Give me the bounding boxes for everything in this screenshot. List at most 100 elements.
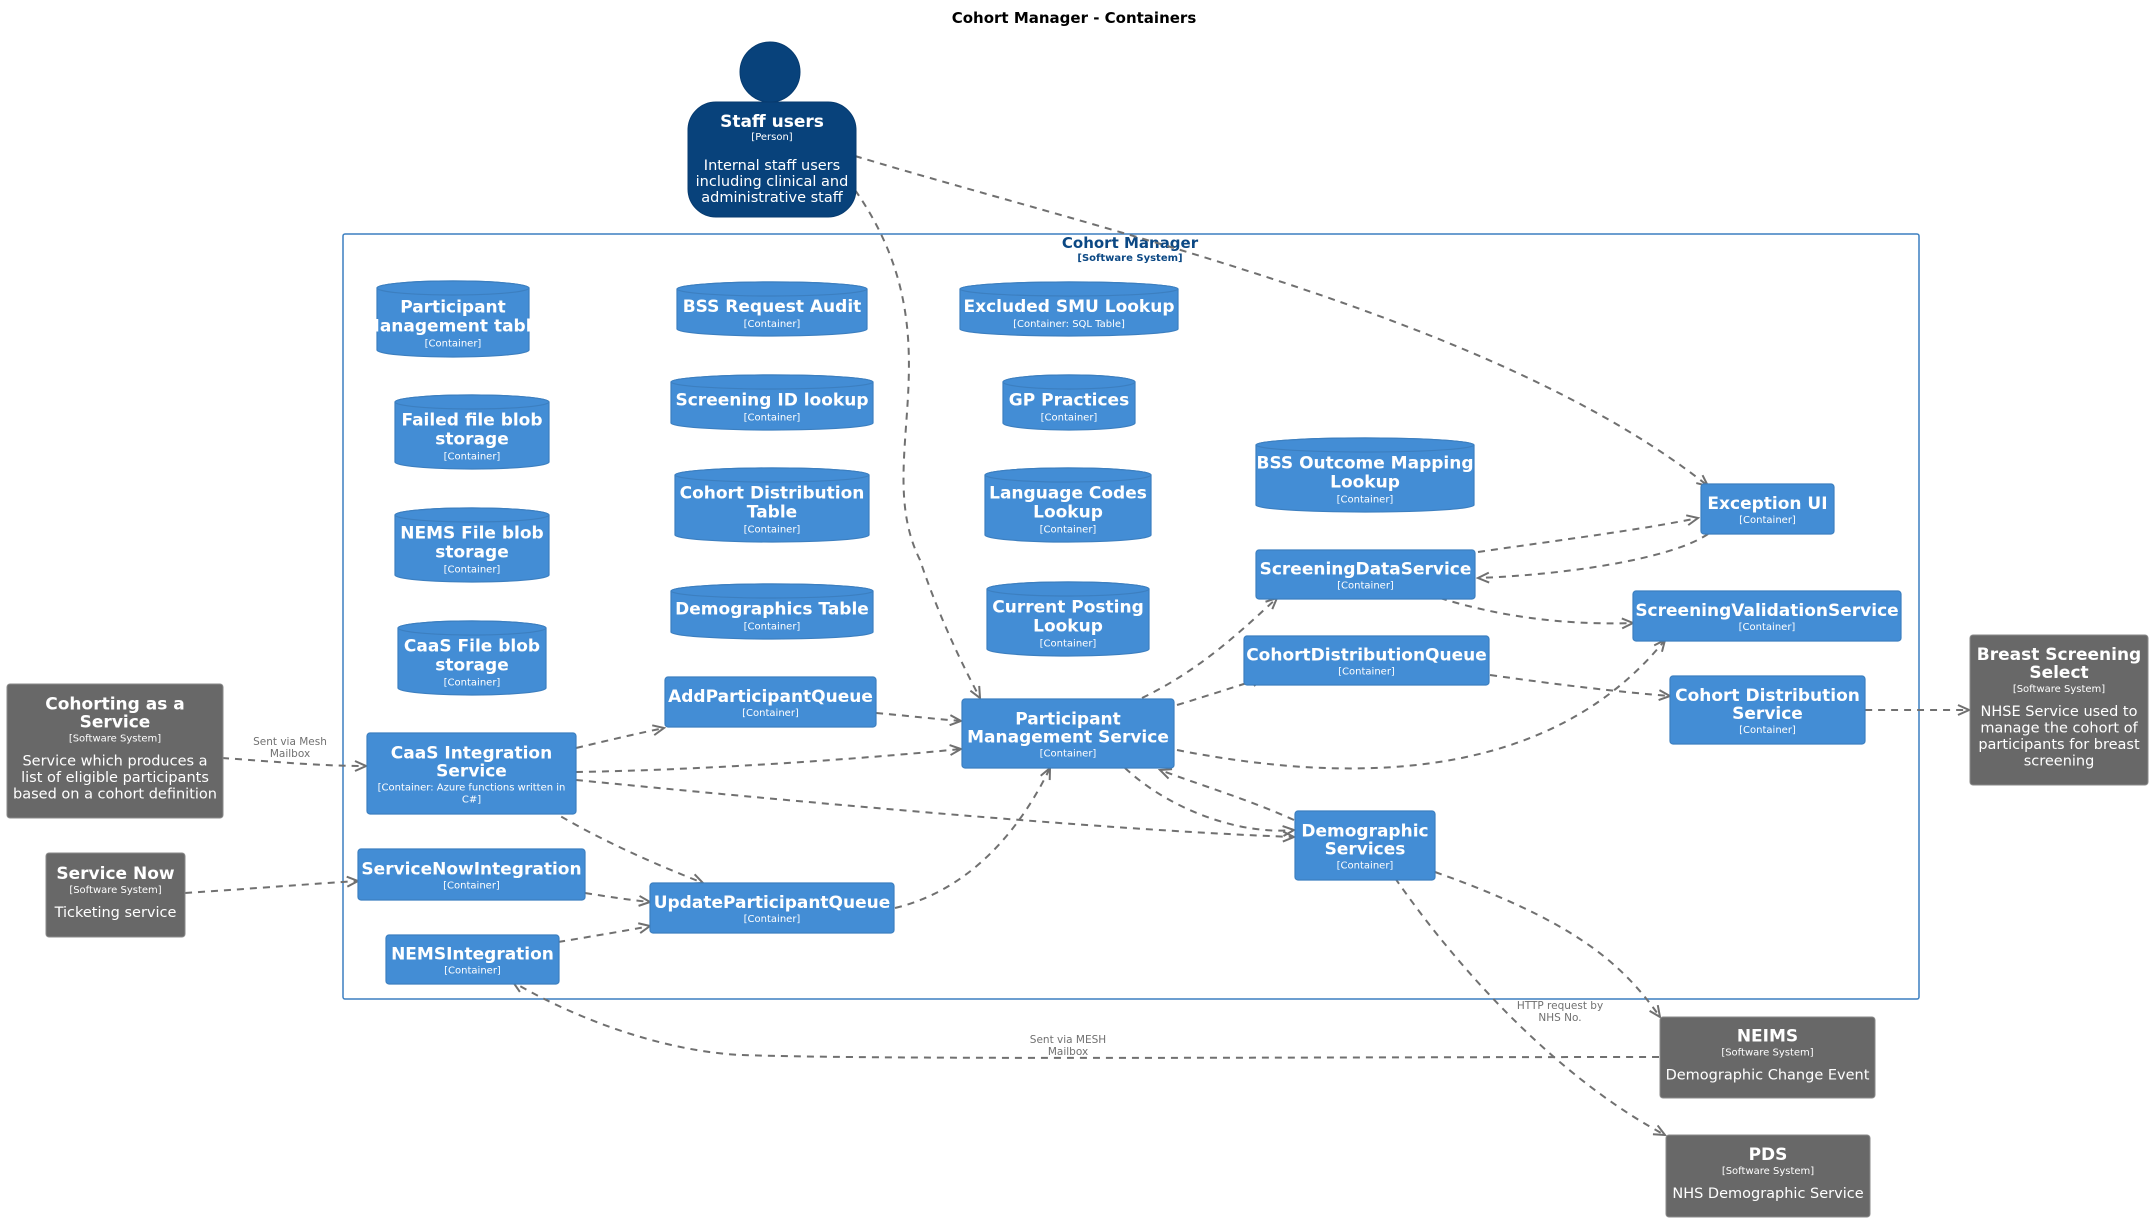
container-layer: CaaS Integration Service [Container: Azure… (357, 483, 1902, 985)
db-tag: [Container] (1337, 495, 1394, 506)
container-name-line: ScreeningDataService (1260, 560, 1472, 580)
container-add-participant-queue: AddParticipantQueue[Container] (664, 676, 877, 728)
container-name-line: Participant (1015, 710, 1121, 730)
edge-label-pds-http-2: NHS No. (1538, 1012, 1581, 1024)
container-name-line: NEMSIntegration (391, 945, 554, 965)
edge-label-pds-http-1: HTTP request by (1517, 1000, 1603, 1012)
edge-demographic-pds (1394, 877, 1665, 1135)
edge-exception-ui-screening-data (1478, 533, 1709, 578)
person-desc-2: including clinical and (696, 174, 849, 190)
db-name-line: storage (435, 430, 508, 450)
edge-update-queue-participant-mgmt (894, 768, 1050, 909)
db-name-line: Table (747, 503, 797, 523)
container-name-line: Service (1732, 704, 1803, 724)
container-tag: [Container] (443, 881, 500, 892)
boundary-tag: [Software System] (1077, 253, 1182, 264)
container-tag: [Container] (1338, 667, 1395, 678)
db-screening-id-lookup: Screening ID lookup[Container] (670, 374, 874, 431)
edge-label-caas-mesh-2: Mailbox (270, 748, 310, 760)
edge-caas-integration-participant-mgmt (575, 749, 961, 773)
db-tag: [Container] (1040, 639, 1097, 650)
edge-labels: Sent via Mesh Mailbox Sent via MESH Mail… (253, 736, 1603, 1058)
system-name-line: Select (2029, 663, 2088, 683)
system-neims: NEIMS[Software System]Demographic Change… (1659, 1016, 1876, 1099)
person-head-icon (739, 41, 801, 103)
container-tag: [Container] (1739, 515, 1796, 526)
person-desc-1: Internal staff users (704, 158, 840, 174)
db-tag: [Container] (744, 525, 801, 536)
container-tag: [Container] (1337, 861, 1394, 872)
db-name-line: Lookup (1033, 503, 1103, 523)
system-desc-line: Service which produces a (22, 753, 207, 769)
container-name-line: CaaS Integration (391, 744, 552, 764)
edge-demographic-participant-mgmt (1160, 770, 1295, 821)
system-caas: Cohorting as aService[Software System]Se… (6, 683, 224, 819)
db-name-line: Lookup (1033, 617, 1103, 637)
diagram-title: Cohort Manager - Containers (952, 9, 1197, 27)
edge-nems-integration-update-queue (557, 926, 650, 943)
edge-caas-integration-update-queue (549, 809, 703, 883)
container-name-line: Demographic (1301, 822, 1428, 842)
system-name-line: Service (80, 712, 151, 732)
db-name-line: BSS Request Audit (683, 297, 862, 317)
system-service-now: Service Now[Software System] Ticketing se… (45, 852, 186, 938)
edge-demographic-neims (1434, 871, 1660, 1017)
db-name-line: storage (435, 656, 508, 676)
edge-cohort-queue-cohort-dist-service (1489, 674, 1670, 696)
system-desc-line: based on a cohort definition (13, 786, 217, 802)
container-tag: C#] (462, 795, 481, 806)
boundary-name: Cohort Manager (1062, 234, 1199, 252)
system-tag: [Software System] (2013, 684, 2105, 695)
container-tag: [Container] (742, 708, 799, 719)
container-servicenow-integration: ServiceNowIntegration[Container] (357, 848, 586, 901)
system-desc-line: Demographic Change Event (1666, 1067, 1870, 1083)
edges (184, 155, 1969, 1135)
container-update-participant-queue: UpdateParticipantQueue[Container] (649, 882, 895, 934)
system-tag: [Software System] (1722, 1166, 1814, 1177)
db-name-line: Current Posting (992, 598, 1144, 618)
system-desc-line: Ticketing service (54, 905, 177, 921)
system-desc-line: manage the cohort of (1980, 721, 2138, 737)
edge-add-queue-participant-mgmt (875, 712, 961, 721)
db-name-line: Failed file blob (401, 411, 542, 431)
edge-label-neims-mesh-1: Sent via MESH (1030, 1034, 1106, 1046)
person-staff-users: Staff users [Person] Internal staff user… (687, 41, 857, 218)
container-tag: [Container] (1739, 725, 1796, 736)
edge-servicenow-integration-update-queue (584, 892, 650, 902)
system-name-line: Breast Screening (1977, 645, 2141, 665)
db-name-line: BSS Outcome Mapping (1256, 454, 1473, 474)
container-tag: [Container] (444, 966, 501, 977)
db-tag: [Container] (1041, 413, 1098, 424)
db-name-line: Language Codes (989, 484, 1147, 504)
db-name-line: Participant (400, 298, 506, 318)
system-layer: Cohorting as aService[Software System]Se… (6, 634, 2149, 1218)
system-name-line: Cohorting as a (45, 694, 184, 714)
edge-servicenow-servicenow-integration (184, 881, 358, 894)
edge-participant-mgmt-screening-validation (1176, 640, 1665, 770)
system-name-line: Service Now (56, 864, 174, 884)
system-desc-line: screening (2024, 754, 2095, 770)
db-tag: [Container] (444, 678, 501, 689)
system-desc-line: NHS Demographic Service (1672, 1186, 1863, 1202)
db-name-line: storage (435, 543, 508, 563)
db-name-line: CaaS File blob (404, 637, 540, 657)
edge-label-neims-mesh-2: Mailbox (1048, 1046, 1088, 1058)
edge-caas-caas-integration (221, 757, 366, 766)
system-tag: [Software System] (69, 885, 161, 896)
db-tag: [Container: SQL Table] (1013, 319, 1125, 330)
system-name-line: NEIMS (1737, 1026, 1798, 1046)
edge-participant-mgmt-demographic (1124, 767, 1294, 831)
db-excluded-smu: Excluded SMU Lookup[Container: SQL Table… (959, 281, 1179, 337)
db-name-line: NEMS File blob (400, 524, 543, 544)
person-body (687, 101, 857, 218)
container-name-line: Exception UI (1707, 494, 1827, 514)
db-tag: [Container] (744, 622, 801, 633)
system-desc-line: list of eligible participants (21, 770, 209, 786)
db-name-line: GP Practices (1009, 391, 1129, 411)
container-name-line: Cohort Distribution (1675, 686, 1860, 706)
edge-caas-integration-add-queue (575, 728, 664, 749)
container-tag: [Container: Azure functions written in (378, 783, 566, 794)
